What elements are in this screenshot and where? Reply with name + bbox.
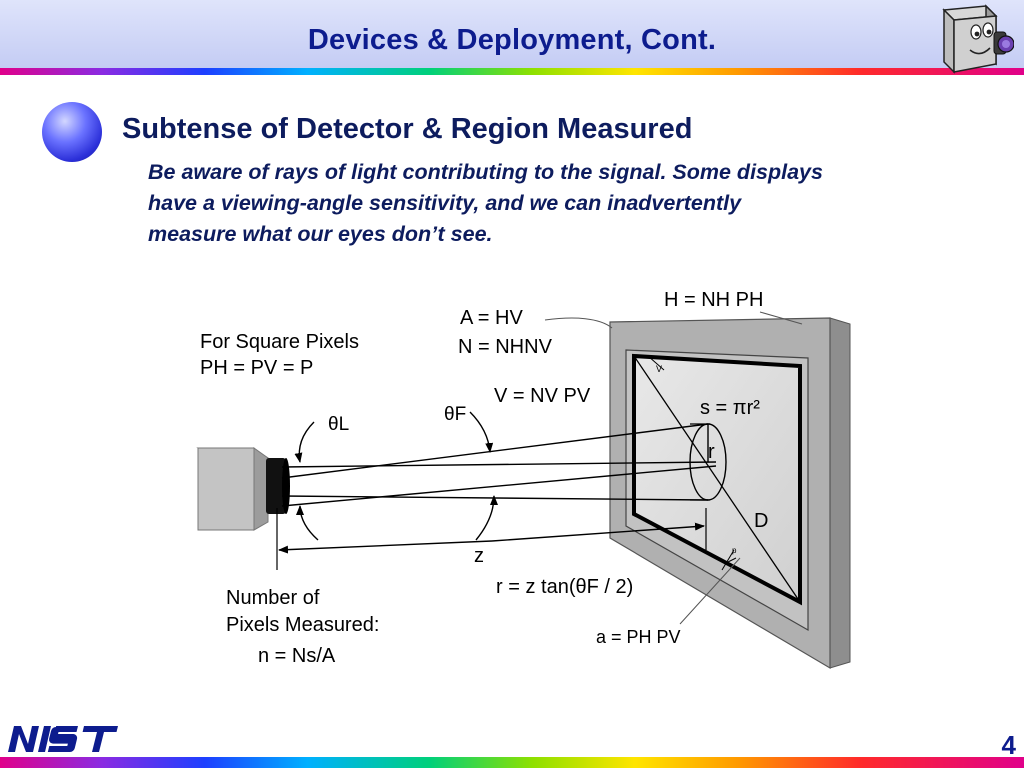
- pixels-measured-label-2: Pixels Measured:: [226, 614, 379, 636]
- pixels-measured-label-1: Number of: [226, 587, 320, 609]
- camera-mascot-icon: [942, 4, 1014, 74]
- paragraph-line: Be aware of rays of light contributing t…: [148, 160, 823, 184]
- square-pixels-label: For Square Pixels: [200, 331, 359, 353]
- p-mark-line: [721, 549, 735, 571]
- theta-l-arc-lower: [296, 505, 319, 541]
- paragraph-line: measure what our eyes don’t see.: [148, 222, 493, 246]
- section-subtitle: Subtense of Detector & Region Measured: [122, 113, 693, 145]
- rainbow-divider-bottom: [0, 757, 1024, 768]
- monitor-side: [829, 317, 851, 669]
- area-leader-line: [544, 317, 613, 329]
- page-number: 4: [1001, 730, 1016, 760]
- diagonal-label: D: [754, 510, 768, 532]
- rainbow-divider-top: [0, 68, 1024, 75]
- pixel-equality-label: PH = PV = P: [200, 357, 313, 379]
- description-paragraph: Be aware of rays of light contributing t…: [148, 157, 978, 250]
- radius-label: r: [708, 441, 715, 463]
- theta-f-arc-lower: [475, 495, 498, 541]
- header-bar: [0, 0, 1024, 68]
- diagonal-line: [633, 355, 801, 603]
- distance-arrow-left: [278, 540, 493, 554]
- radius-formula: r = z tan(θF / 2): [496, 576, 633, 598]
- nist-logo: [8, 726, 118, 753]
- camera-detector: [196, 447, 290, 531]
- theta-l-arc-upper: [294, 421, 315, 463]
- v-mark-line: [647, 355, 665, 371]
- a-leader-line: [679, 557, 741, 625]
- p-tick-line: [727, 557, 737, 563]
- pixel-area-formula: a = PH PV: [596, 627, 681, 647]
- camera-lens-face: [282, 458, 290, 514]
- theta-l-label: θL: [328, 414, 349, 435]
- pixel-pitch-mark: p: [732, 546, 737, 555]
- measured-spot: [689, 423, 727, 501]
- vertical-size-formula: V = NV PV: [494, 385, 591, 407]
- paragraph-line: have a viewing-angle sensitivity, and we…: [148, 191, 742, 215]
- distance-arrow-right: [491, 522, 705, 542]
- slide-title: Devices & Deployment, Cont.: [307, 24, 717, 56]
- outer-ray-lower: [281, 465, 717, 507]
- h-leader-line: [759, 311, 803, 325]
- camera-body-front: [197, 447, 255, 531]
- bullet-sphere-icon: [42, 102, 102, 162]
- theta-f-label: θF: [444, 404, 466, 425]
- horizontal-size-formula: H = NH PH: [664, 289, 763, 311]
- field-ray-upper: [281, 423, 709, 479]
- distance-label: z: [474, 545, 484, 567]
- camera-body-side: [253, 447, 269, 531]
- pixels-measured-formula: n = Ns/A: [258, 645, 336, 667]
- total-pixels-formula: N = NHNV: [458, 336, 553, 358]
- area-formula: A = HV: [460, 307, 523, 329]
- camera-lens: [266, 458, 286, 514]
- display-monitor: [609, 317, 851, 670]
- theta-f-arc-upper: [469, 411, 494, 453]
- light-rays: [281, 423, 717, 507]
- outer-ray-upper: [281, 461, 717, 468]
- spot-area-formula: s = πr²: [700, 397, 760, 419]
- vertical-pitch-mark: V: [656, 364, 662, 374]
